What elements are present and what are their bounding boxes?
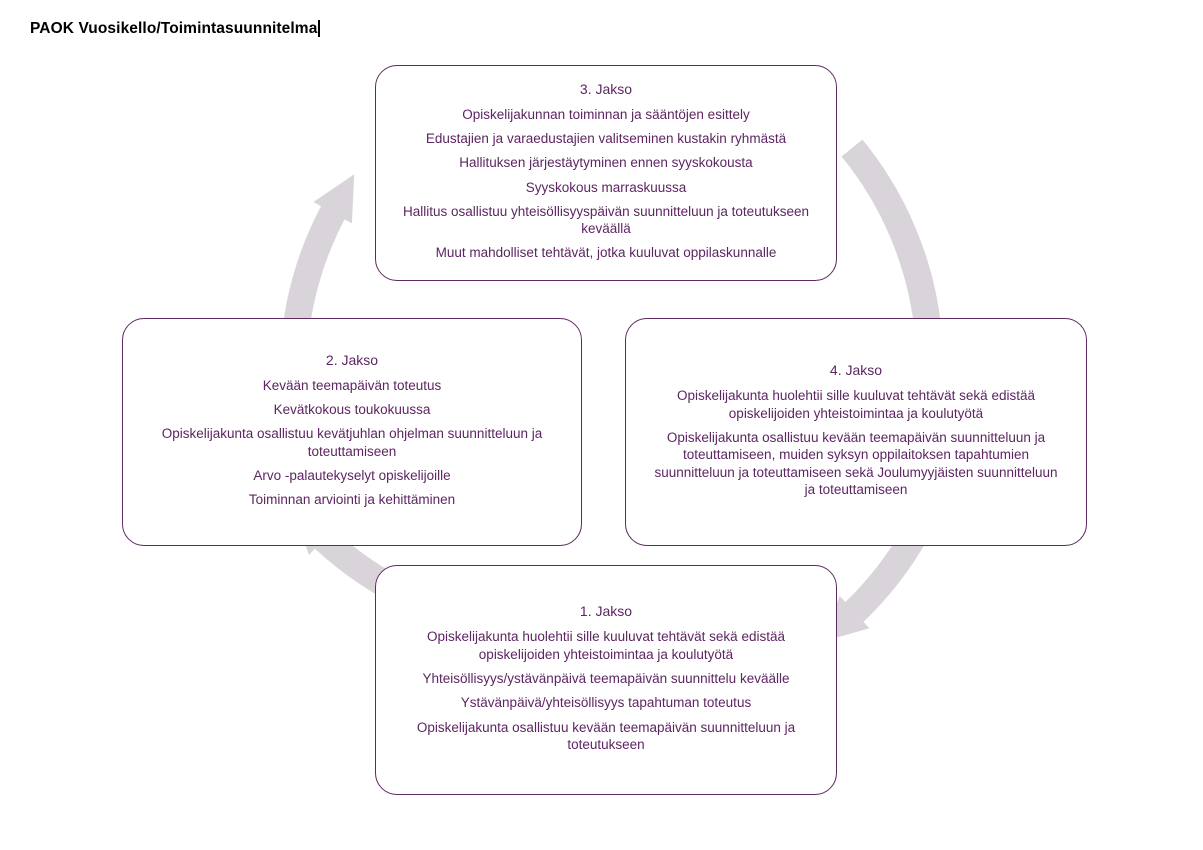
jakso-3-item: Edustajien ja varaedustajien valitsemine… bbox=[425, 131, 787, 147]
jakso-2-item: Kevätkokous toukokuussa bbox=[273, 402, 431, 418]
jakso-3-item: Hallituksen järjestäytyminen ennen syysk… bbox=[459, 155, 753, 171]
jakso-1-heading: 1. Jakso bbox=[579, 603, 633, 620]
jakso-3-item: Muut mahdolliset tehtävät, jotka kuuluva… bbox=[435, 245, 777, 261]
cycle-arrow-3-to-4-icon bbox=[841, 139, 949, 366]
jakso-3-item: Syyskokous marraskuussa bbox=[525, 179, 687, 195]
jakso-box-3[interactable]: 3. Jakso Opiskelijakunnan toiminnan ja s… bbox=[375, 65, 837, 281]
jakso-1-item: Opiskelijakunta huolehtii sille kuuluvat… bbox=[427, 629, 785, 662]
jakso-box-4[interactable]: 4. Jakso Opiskelijakunta huolehtii sille… bbox=[625, 318, 1087, 546]
jakso-2-item: Arvo -palautekyselyt opiskelijoille bbox=[253, 468, 451, 484]
jakso-4-item: Opiskelijakunta osallistuu kevään teemap… bbox=[654, 429, 1058, 497]
jakso-2-heading: 2. Jakso bbox=[325, 351, 379, 368]
jakso-1-item: Ystävänpäivä/yhteisöllisyys tapahtuman t… bbox=[460, 695, 752, 711]
page-title[interactable]: PAOK Vuosikello/Toimintasuunnitelma bbox=[30, 20, 321, 38]
jakso-3-heading: 3. Jakso bbox=[579, 80, 633, 97]
jakso-1-item: Yhteisöllisyys/ystävänpäivä teemapäivän … bbox=[422, 670, 790, 686]
jakso-2-item: Opiskelijakunta osallistuu kevätjuhlan o… bbox=[161, 426, 543, 459]
jakso-4-item: Opiskelijakunta huolehtii sille kuuluvat… bbox=[677, 388, 1035, 421]
jakso-1-item: Opiskelijakunta osallistuu kevään teemap… bbox=[416, 719, 796, 752]
jakso-4-heading: 4. Jakso bbox=[829, 362, 883, 379]
jakso-box-2[interactable]: 2. Jakso Kevään teemapäivän toteutus Kev… bbox=[122, 318, 582, 546]
jakso-3-item: Opiskelijakunnan toiminnan ja sääntöjen … bbox=[462, 106, 750, 122]
page-title-text: PAOK Vuosikello/Toimintasuunnitelma bbox=[30, 20, 318, 37]
jakso-3-item: Hallitus osallistuu yhteisöllisyyspäivän… bbox=[403, 203, 809, 237]
text-cursor bbox=[318, 20, 321, 37]
jakso-2-item: Toiminnan arviointi ja kehittäminen bbox=[248, 492, 456, 508]
jakso-2-item: Kevään teemapäivän toteutus bbox=[262, 377, 442, 393]
jakso-box-1[interactable]: 1. Jakso Opiskelijakunta huolehtii sille… bbox=[375, 565, 837, 795]
